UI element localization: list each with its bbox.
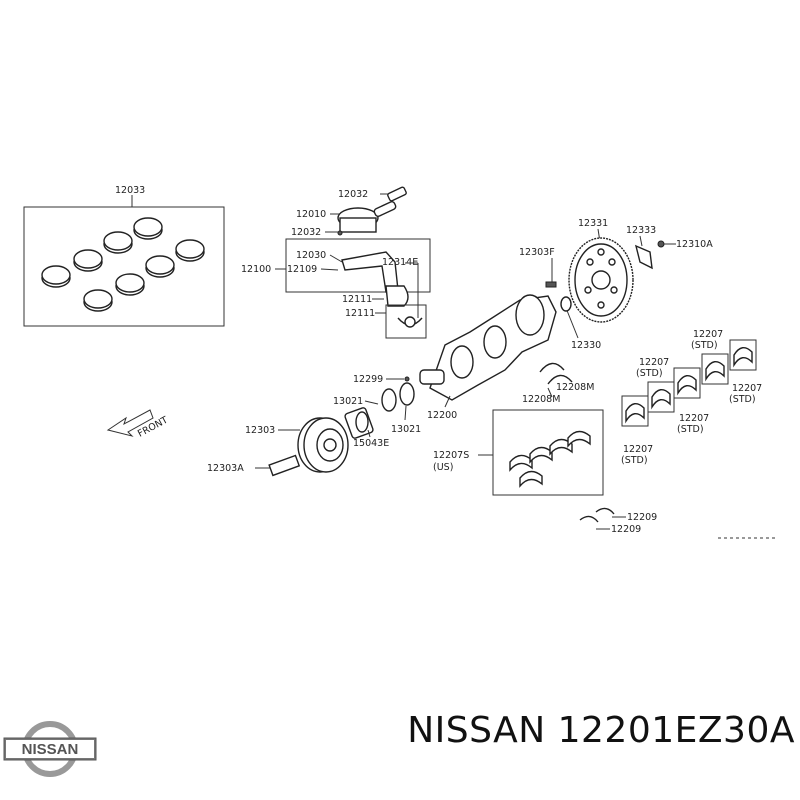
label-thrust-upper: 12208M — [556, 382, 594, 393]
piston-ring-set: 12033 — [23, 185, 225, 327]
label-thrust-washer-1: 12209 — [627, 512, 657, 523]
label-flywheel-bolt: 12310A — [676, 239, 713, 250]
label-std-5: 12207 — [623, 444, 653, 455]
label-con-rod: 12100 — [241, 264, 271, 275]
label-piston: 12010 — [296, 209, 326, 220]
label-std-3: 12207 — [732, 383, 762, 394]
label-ring-set: 12033 — [115, 185, 145, 196]
label-rod-nut: 12109 — [287, 264, 317, 275]
label-std-4-note: (STD) — [677, 424, 704, 435]
piston-assembly: 12032 12010 12032 12100 12030 12109 1231… — [241, 186, 431, 339]
label-spacer-right: 13021 — [391, 424, 421, 435]
flywheel-assembly: 12331 12333 12310A 12303F 12330 — [519, 218, 713, 351]
label-std-3-note: (STD) — [729, 394, 756, 405]
thrust-bearings: 12208M 12208M — [522, 362, 594, 405]
label-pulley-bolt: 12303A — [207, 463, 244, 474]
label-rod-bearing-lower: 12111 — [345, 308, 375, 319]
label-oil-seal: 15043E — [353, 438, 389, 449]
label-crankshaft: 12200 — [427, 410, 457, 421]
label-spacer-left: 13021 — [333, 396, 363, 407]
label-std-1: 12207 — [693, 329, 723, 340]
part-number-title: NISSAN 12201EZ30A — [407, 710, 795, 751]
thrust-washers: 12209 12209 — [579, 507, 778, 539]
label-thrust-lower: 12208M — [522, 394, 560, 405]
label-std-2: 12207 — [639, 357, 669, 368]
label-std-2-note: (STD) — [636, 368, 663, 379]
label-main-bearing-us: 12207S — [433, 450, 469, 461]
label-pilot-bushing: 12330 — [571, 340, 601, 351]
nissan-logo: NISSAN — [0, 716, 100, 782]
label-bolt-top: 12303F — [519, 247, 555, 258]
label-crank-pulley: 12303 — [245, 425, 275, 436]
label-std-4: 12207 — [679, 413, 709, 424]
label-std-1-note: (STD) — [691, 340, 718, 351]
label-pin-clip: 12032 — [291, 227, 321, 238]
label-pin-clip-top: 12032 — [338, 189, 368, 200]
label-main-bearing-us-note: (US) — [433, 462, 453, 473]
label-rod-cap: 12314E — [382, 257, 418, 268]
label-flywheel: 12331 — [578, 218, 608, 229]
label-std-5-note: (STD) — [621, 455, 648, 466]
label-rod-bolt: 12030 — [296, 250, 326, 261]
logo-text: NISSAN — [22, 741, 79, 758]
label-rod-bearing-upper: 12111 — [342, 294, 372, 305]
crank-pulley-assembly: 12303 12303A 13021 15043E 13021 FRONT — [106, 382, 421, 477]
crankshaft: 12200 12299 — [353, 294, 557, 421]
label-flywheel-plate: 12333 — [626, 225, 656, 236]
label-thrust-washer-2: 12209 — [611, 524, 641, 535]
label-key: 12299 — [353, 374, 383, 385]
main-bearings-us: 12207S (US) — [433, 409, 604, 496]
main-bearings-std: 12207 (STD) 12207 (STD) 12207 (STD) 1220… — [621, 329, 762, 466]
